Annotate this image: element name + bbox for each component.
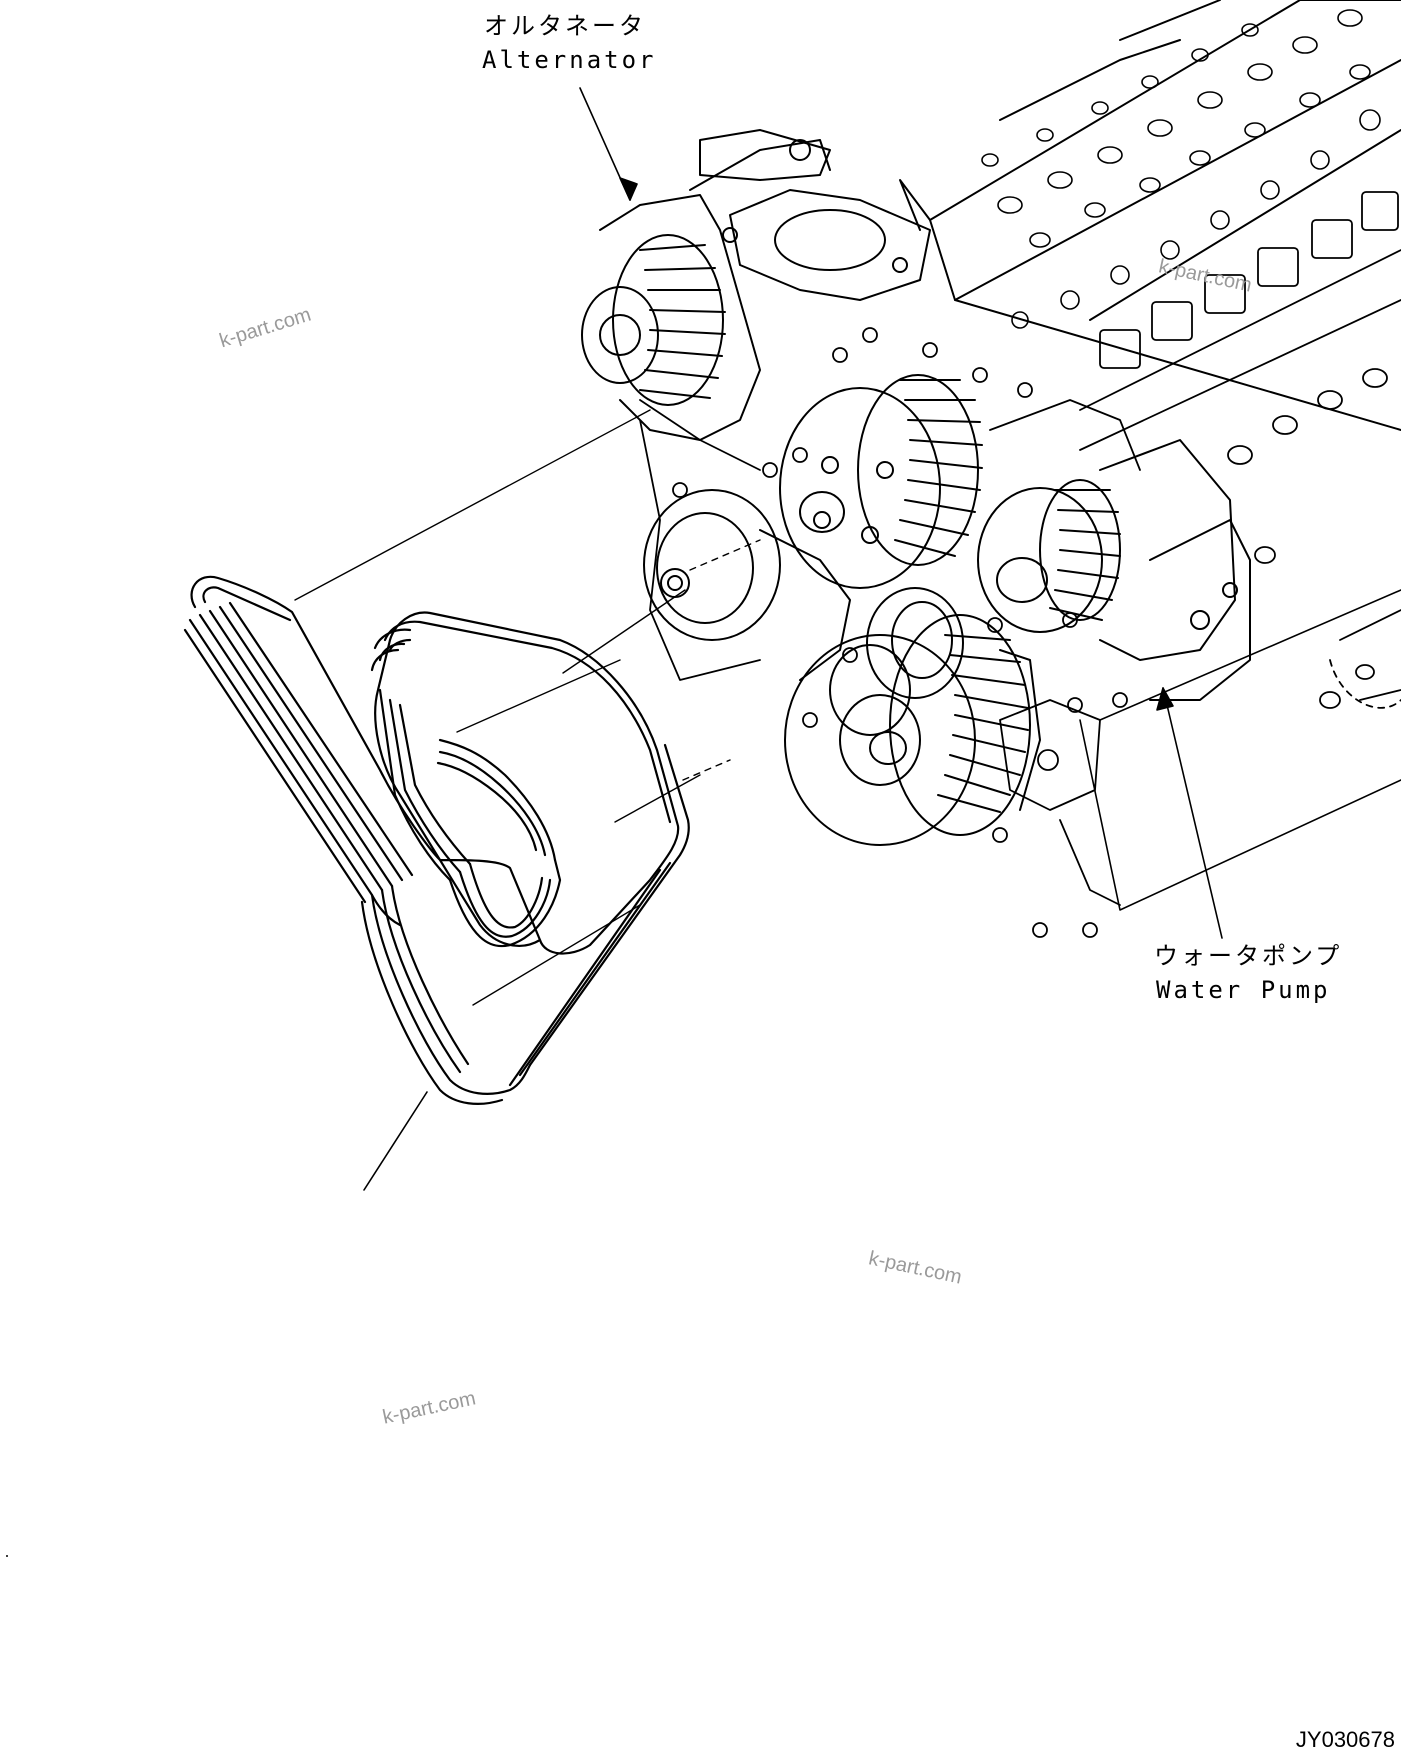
water-pump-pulley: [977, 439, 1251, 701]
water-pump-label-en: Water Pump: [1156, 976, 1331, 1004]
stray-dot: [6, 1555, 8, 1557]
thermostat-housing: [689, 139, 931, 301]
water-pump-label-jp: ウォータポンプ: [1154, 942, 1343, 970]
tensioner-pulley: [643, 489, 851, 681]
idler-pulley: [829, 587, 964, 736]
water-pump-leader: [1156, 687, 1223, 939]
alternator-label-jp: オルタネータ: [484, 12, 646, 40]
fan-belt: [183, 575, 690, 1105]
fan-drive-pulley: [779, 374, 983, 589]
alternator-leader: [579, 87, 638, 201]
crankshaft-pulley: [784, 614, 1041, 846]
belt-leader-line: [363, 1091, 428, 1191]
front-cover: [639, 327, 1141, 938]
alternator: [581, 129, 831, 441]
cylinder-head: [899, 0, 1401, 911]
drawing-id: JY030678: [1295, 1727, 1395, 1752]
alternator-label-en: Alternator: [482, 46, 657, 74]
